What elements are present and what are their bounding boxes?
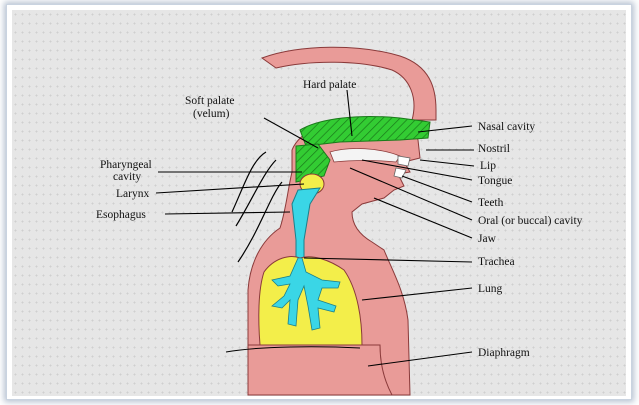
label-pharyngeal: Pharyngeal xyxy=(100,159,152,171)
label-velum: (velum) xyxy=(193,108,230,120)
label-teeth: Teeth xyxy=(478,197,504,209)
label-soft-palate: Soft palate xyxy=(185,95,235,107)
label-cavity: cavity xyxy=(113,171,141,183)
label-esophagus: Esophagus xyxy=(96,209,146,221)
label-hard-palate: Hard palate xyxy=(303,79,356,91)
label-nasal-cavity: Nasal cavity xyxy=(478,121,535,133)
label-jaw: Jaw xyxy=(478,233,497,245)
leader-larynx xyxy=(156,184,304,193)
label-diaphragm: Diaphragm xyxy=(478,347,530,359)
leader-lip xyxy=(420,160,474,166)
label-tongue: Tongue xyxy=(478,175,512,187)
label-lip: Lip xyxy=(480,160,496,172)
neck-curve-2 xyxy=(236,160,276,226)
leader-teeth xyxy=(402,176,472,202)
leader-jaw xyxy=(374,198,472,238)
label-oral-cavity: Oral (or buccal) cavity xyxy=(478,215,583,227)
diaphragm-shape xyxy=(248,345,392,395)
label-nostril: Nostril xyxy=(478,143,510,155)
label-lung: Lung xyxy=(478,283,503,295)
leader-esophagus xyxy=(165,212,290,214)
label-trachea: Trachea xyxy=(478,256,515,268)
label-larynx: Larynx xyxy=(116,188,149,200)
